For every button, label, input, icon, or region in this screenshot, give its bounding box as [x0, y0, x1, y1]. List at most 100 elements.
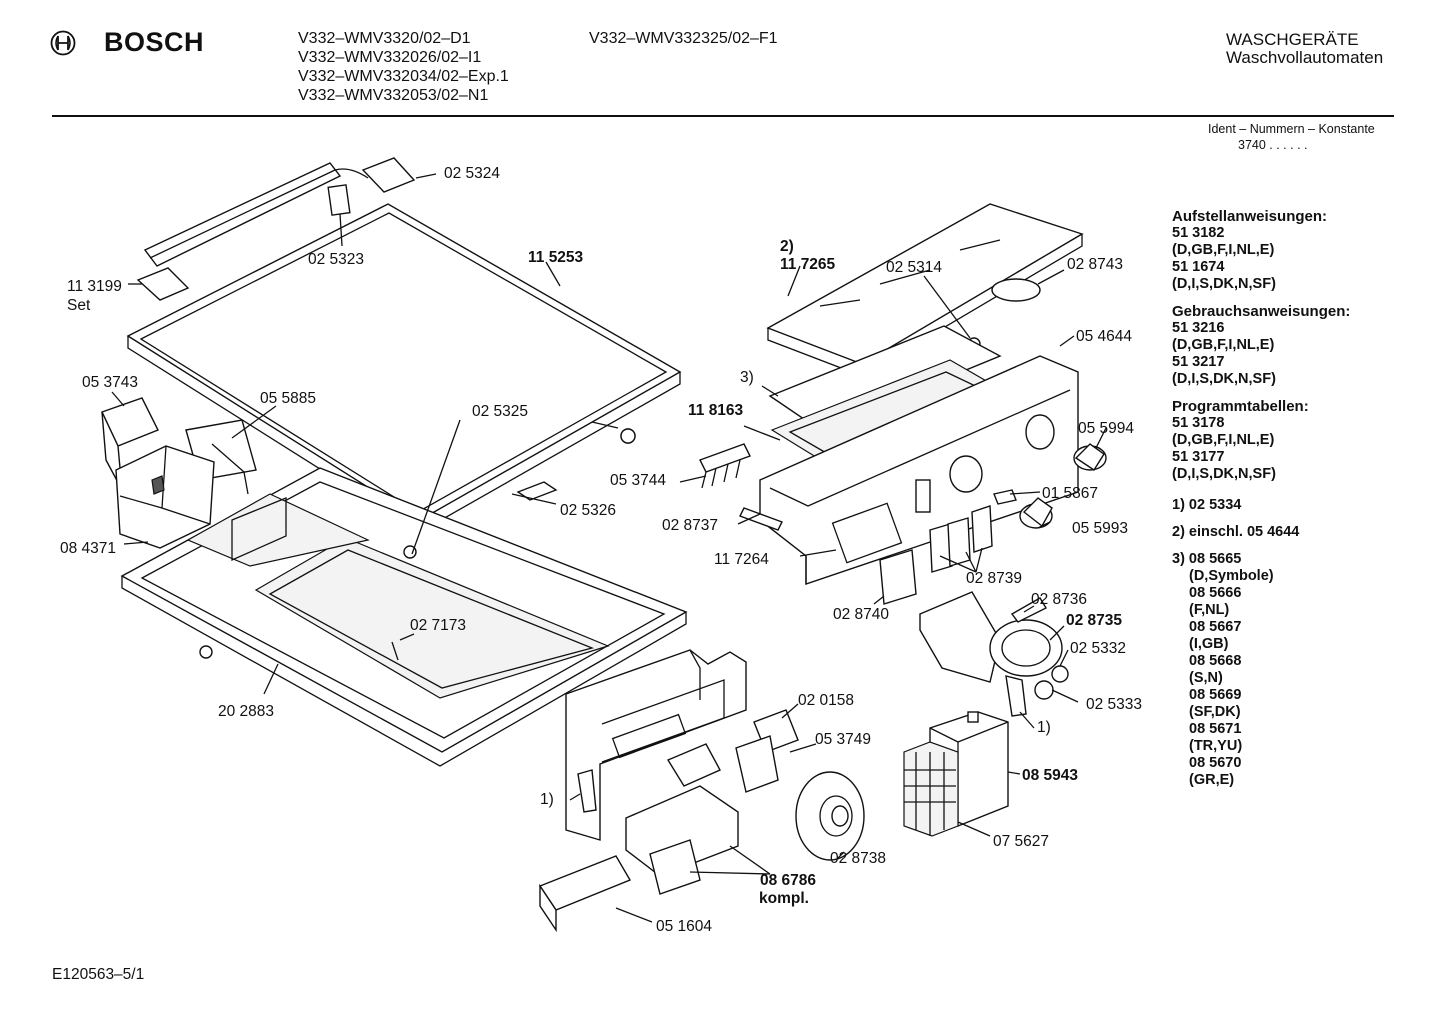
part-label: 02 5324	[444, 165, 501, 182]
detergent-drawer-part	[101, 397, 257, 549]
gebrauch-title: Gebrauchsanweisungen:	[1172, 303, 1351, 320]
note-2: 2) einschl. 05 4644	[1172, 524, 1300, 540]
part-label: 2)	[780, 238, 794, 255]
part-label: 02 5332	[1070, 640, 1127, 657]
part-label: 08 5943	[1022, 767, 1079, 784]
part-label: 11 5253	[528, 249, 584, 266]
part-label: 11 7264	[714, 551, 769, 568]
chassis-bracket-part	[565, 649, 747, 841]
note-line: 08 5666	[1189, 585, 1242, 601]
part-label: 11 7265	[780, 256, 836, 273]
model-list-2: V332–WMV332325/02–F1	[589, 29, 778, 48]
part-label: 02 0158	[798, 692, 855, 709]
brand-name: BOSCH	[104, 27, 205, 57]
part-label: 1)	[1037, 719, 1051, 736]
note-line: (TR,YU)	[1189, 738, 1243, 754]
docs-sidebar: Aufstellanweisungen: 51 3182 (D,GB,F,I,N…	[1172, 208, 1350, 789]
note-line: (D,Symbole)	[1189, 568, 1274, 584]
note-3-head: 3) 08 5665	[1172, 551, 1242, 567]
part-label: 02 8736	[1031, 591, 1088, 608]
program-knob-part	[1073, 443, 1107, 471]
part-label: 05 3743	[82, 374, 139, 391]
part-label: 02 8740	[833, 606, 890, 623]
note-line: (I,GB)	[1189, 636, 1229, 652]
model-line: V332–WMV332026/02–I1	[298, 49, 482, 66]
part-label: 20 2883	[218, 703, 275, 720]
document-id: E120563–5/1	[52, 966, 145, 983]
part-label: 05 3744	[610, 472, 667, 489]
part-label: 08 4371	[60, 540, 117, 557]
note-line: (F,NL)	[1189, 602, 1230, 618]
doc-line: (D,I,S,DK,N,SF)	[1172, 466, 1276, 482]
timer-bracket-part	[919, 591, 1069, 700]
part-label: 11 3199	[67, 278, 122, 295]
header-divider	[52, 115, 1394, 117]
rod-part	[739, 507, 783, 531]
note-1: 1) 02 5334	[1172, 497, 1242, 513]
doc-line: (D,GB,F,I,NL,E)	[1172, 337, 1275, 353]
part-label: 05 5993	[1072, 520, 1129, 537]
note-line: 08 5671	[1189, 721, 1242, 737]
bosch-logo-icon	[50, 30, 76, 61]
part-label: 07 5627	[993, 833, 1050, 850]
part-label: 02 5314	[886, 259, 943, 276]
category-title: WASCHGERÄTE	[1226, 30, 1359, 49]
aufstell-title: Aufstellanweisungen:	[1172, 208, 1328, 225]
part-label: 02 5326	[560, 502, 617, 519]
part-label: kompl.	[759, 890, 809, 907]
switch-rocker-part	[699, 443, 751, 473]
model-line: V332–WMV3320/02–D1	[298, 30, 471, 47]
part-label: 02 8743	[1067, 256, 1124, 273]
part-label: 02 7173	[410, 617, 467, 634]
switch-rocker-pins	[701, 459, 741, 489]
leader-lines	[111, 173, 1107, 923]
part-label: 08 6786	[760, 872, 817, 889]
relay-part	[538, 839, 701, 933]
knob-cap-part	[991, 278, 1041, 302]
part-label: 02 5333	[1086, 696, 1143, 713]
push-buttons-part	[879, 505, 993, 605]
part-label: 05 5994	[1078, 420, 1135, 437]
note-line: 08 5668	[1189, 653, 1242, 669]
doc-line: (D,GB,F,I,NL,E)	[1172, 432, 1275, 448]
note-line: 08 5667	[1189, 619, 1242, 635]
part-label: 05 3749	[815, 731, 872, 748]
note-line: 08 5670	[1189, 755, 1242, 771]
part-label: 02 8739	[966, 570, 1023, 587]
doc-line: (D,I,S,DK,N,SF)	[1172, 371, 1276, 387]
ident-label: Ident – Nummern – Konstante	[1208, 122, 1375, 136]
part-label: 02 5325	[472, 403, 529, 420]
programm-title: Programmtabellen:	[1172, 398, 1309, 415]
note-line: (GR,E)	[1189, 772, 1235, 788]
model-line: V332–WMV332325/02–F1	[589, 30, 778, 47]
doc-line: 51 1674	[1172, 259, 1225, 275]
part-label: 05 4644	[1076, 328, 1133, 345]
doc-line: 51 3178	[1172, 415, 1225, 431]
lid-part	[126, 203, 682, 533]
note-line: 08 5669	[1189, 687, 1242, 703]
part-label: 02 5323	[308, 251, 365, 268]
pulley-part	[795, 771, 865, 861]
buffer-part	[620, 428, 636, 444]
part-label: 05 1604	[656, 918, 713, 935]
temp-knob-part	[993, 489, 1053, 529]
doc-line: 51 3216	[1172, 320, 1225, 336]
part-label: 11 8163	[688, 402, 744, 419]
clip-part-left	[577, 769, 597, 813]
symbol-plate-part	[768, 325, 1004, 463]
part-label: 02 8735	[1066, 612, 1123, 629]
timer-unit-part	[903, 711, 1009, 837]
model-list-1: V332–WMV3320/02–D1 V332–WMV332026/02–I1 …	[298, 29, 509, 105]
part-label: 02 8738	[830, 850, 887, 867]
doc-line: 51 3182	[1172, 225, 1225, 241]
doc-line: 51 3217	[1172, 354, 1225, 370]
note-line: (SF,DK)	[1189, 704, 1241, 720]
part-label: 02 8737	[662, 517, 719, 534]
model-line: V332–WMV332053/02–N1	[298, 87, 489, 104]
subcategory-title: Waschvollautomaten	[1226, 48, 1384, 67]
model-line: V332–WMV332034/02–Exp.1	[298, 68, 509, 85]
ident-value: 3740 . . . . . .	[1238, 138, 1308, 152]
doc-line: 51 3177	[1172, 449, 1225, 465]
cabinet-frame-part	[120, 428, 688, 767]
doc-line: (D,GB,F,I,NL,E)	[1172, 242, 1275, 258]
